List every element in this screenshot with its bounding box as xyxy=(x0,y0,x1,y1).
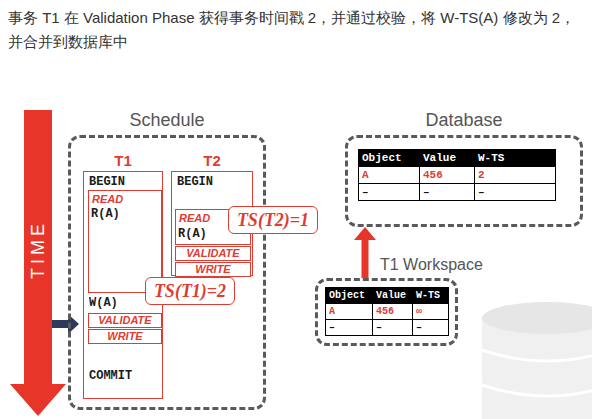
table-cell: 456 xyxy=(419,166,475,184)
box-text: R(A) xyxy=(91,208,120,222)
pointer-arrow xyxy=(52,314,79,334)
table-header-cell: Object xyxy=(358,149,420,167)
heading-text: 事务 T1 在 Validation Phase 获得事务时间戳 2，并通过校验… xyxy=(8,6,584,54)
axis-label: TIME xyxy=(28,190,49,310)
box-text: BEGIN xyxy=(89,176,125,190)
box-text: WRITE xyxy=(176,263,250,276)
box-text: COMMIT xyxy=(89,370,132,384)
time-arrow xyxy=(10,110,66,416)
database-watermark xyxy=(482,302,592,419)
table-header-cell: Value xyxy=(419,149,475,167)
validate-phase-box: VALIDATE xyxy=(175,246,251,261)
table-cell: ∞ xyxy=(412,303,449,320)
box-text: BEGIN xyxy=(177,176,213,190)
table-cell: 456 xyxy=(372,303,413,320)
workspace-region: T1 WorkspaceObjectValueW-TSA456∞––– xyxy=(315,278,458,346)
write-phase-box: WRITE xyxy=(175,262,251,277)
box-text: READ xyxy=(179,212,210,225)
table-header-cell: Value xyxy=(372,287,413,304)
box-text: WRITE xyxy=(89,330,161,343)
timestamp-callout: TS(T1)=2 xyxy=(145,277,235,305)
table-cell: – xyxy=(419,183,475,201)
box-heading: Database xyxy=(348,110,580,131)
box-heading: Schedule xyxy=(71,110,263,131)
schedule-region: ScheduleT1BEGINW(A)COMMITREADR(A)VALIDAT… xyxy=(68,135,266,410)
table-cell: A xyxy=(325,303,373,320)
table-header-cell: W-TS xyxy=(474,149,556,167)
table-cell: – xyxy=(372,319,413,336)
table-cell: 2 xyxy=(474,166,556,184)
validate-phase-box: VALIDATE xyxy=(88,313,162,328)
table-cell: A xyxy=(358,166,420,184)
table-cell: – xyxy=(358,183,420,201)
box-text: VALIDATE xyxy=(89,314,161,327)
table-cell: – xyxy=(325,319,373,336)
merge-arrow xyxy=(354,227,376,278)
box-heading: T1 Workspace xyxy=(380,256,483,274)
box-text: TS(T2)=1 xyxy=(229,210,317,231)
box-heading: T2 xyxy=(172,152,252,169)
box-text: R(A) xyxy=(178,228,207,242)
box-text: VALIDATE xyxy=(176,247,250,260)
write-phase-box: WRITE xyxy=(88,329,162,344)
table-header-cell: Object xyxy=(325,287,373,304)
database-region: DatabaseObjectValueW-TSA4562––– xyxy=(345,135,583,227)
table-cell: – xyxy=(474,183,556,201)
table-header-cell: W-TS xyxy=(412,287,449,304)
box-text: READ xyxy=(92,193,123,206)
box-text: TS(T1)=2 xyxy=(146,281,234,302)
timestamp-callout: TS(T2)=1 xyxy=(228,206,318,234)
table-cell: – xyxy=(412,319,449,336)
box-heading: T1 xyxy=(84,152,162,169)
box-text: W(A) xyxy=(89,297,118,311)
